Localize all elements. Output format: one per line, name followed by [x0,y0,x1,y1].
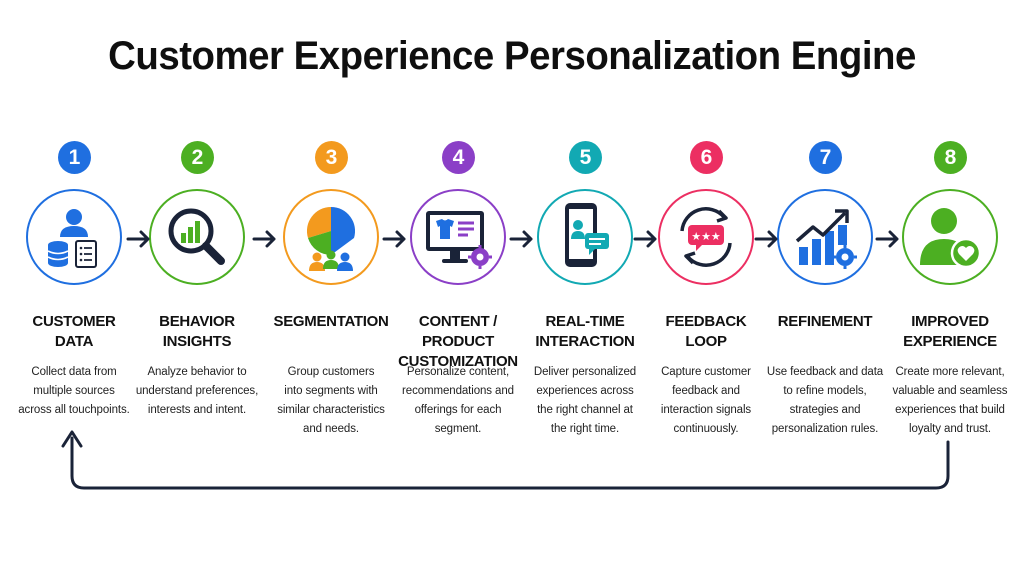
step-description: Use feedback and data to refine models, … [766,366,884,435]
step-description: Group customers into segments with simil… [277,366,385,435]
user-heart-icon [920,208,982,269]
step-description: Capture customer feedback and interactio… [660,366,752,435]
step-content-product-customization: 4 CONTENT / PRODUCT CUSTOMIZATION Person… [388,0,528,576]
pie-chart-people-icon [306,206,356,271]
step-description: Analyze behavior to understand preferenc… [135,366,259,416]
step-description: Personalize content, recommendations and… [402,366,514,435]
step-number-badge: 3 [315,141,348,174]
step-number-badge: 6 [690,141,723,174]
step-improved-experience: 8 IMPROVED EXPERIENCE Create more releva… [880,0,1020,576]
step-real-time-interaction: 5 REAL-TIME INTERACTION Deliver personal… [515,0,655,576]
step-label: CONTENT / PRODUCT CUSTOMIZATION [398,313,518,370]
svg-text:★★★: ★★★ [691,230,721,243]
connector-arrow-icon [875,230,899,248]
step-number-badge: 8 [934,141,967,174]
step-description: Deliver personalized experiences across … [533,366,637,435]
step-label: REAL-TIME INTERACTION [535,313,635,350]
magnifier-bar-chart-icon [168,208,225,265]
step-refinement: 7 REFINEMENT Use feedback and data to re… [755,0,895,576]
step-description: Create more relevant, valuable and seaml… [892,366,1008,435]
step-icon-circle [283,189,379,285]
step-label: FEEDBACK LOOP [665,313,747,350]
step-label: SEGMENTATION [273,313,389,330]
connector-arrow-icon [754,230,778,248]
step-number-badge: 7 [809,141,842,174]
step-icon-circle [410,189,506,285]
step-label: CUSTOMER DATA [32,313,116,350]
growth-chart-gear-icon [795,209,857,269]
step-icon-circle [26,189,122,285]
step-feedback-loop: 6 ★★★ FEEDBACK LOOP Capture customer fee… [636,0,776,576]
connector-arrow-icon [126,230,150,248]
step-customer-data: 1 CUSTOMER DATA Collect data from multip… [4,0,144,576]
step-label: REFINEMENT [777,313,873,330]
step-icon-circle [777,189,873,285]
step-description: Collect data from multiple sources acros… [18,366,130,416]
connector-arrow-icon [252,230,276,248]
connector-arrow-icon [382,230,406,248]
step-number-badge: 4 [442,141,475,174]
step-icon-circle [902,189,998,285]
step-number-badge: 2 [181,141,214,174]
step-behavior-insights: 2 BEHAVIOR INSIGHTS Analyze behavior to … [127,0,267,576]
step-number-badge: 5 [569,141,602,174]
smartphone-chat-icon [565,203,609,267]
step-label: BEHAVIOR INSIGHTS [159,313,235,350]
connector-arrow-icon [509,230,533,248]
monitor-shirt-gear-icon [426,211,492,269]
feedback-cycle-stars-icon: ★★★ [680,207,732,267]
step-icon-circle: ★★★ [658,189,754,285]
user-database-document-icon [47,209,97,268]
step-icon-circle [149,189,245,285]
step-icon-circle [537,189,633,285]
connector-arrow-icon [633,230,657,248]
step-label: IMPROVED EXPERIENCE [903,313,997,350]
step-number-badge: 1 [58,141,91,174]
page-title: Customer Experience Personalization Engi… [108,34,916,78]
step-segmentation: 3 SEGMENTATION Group customers into segm… [261,0,401,576]
